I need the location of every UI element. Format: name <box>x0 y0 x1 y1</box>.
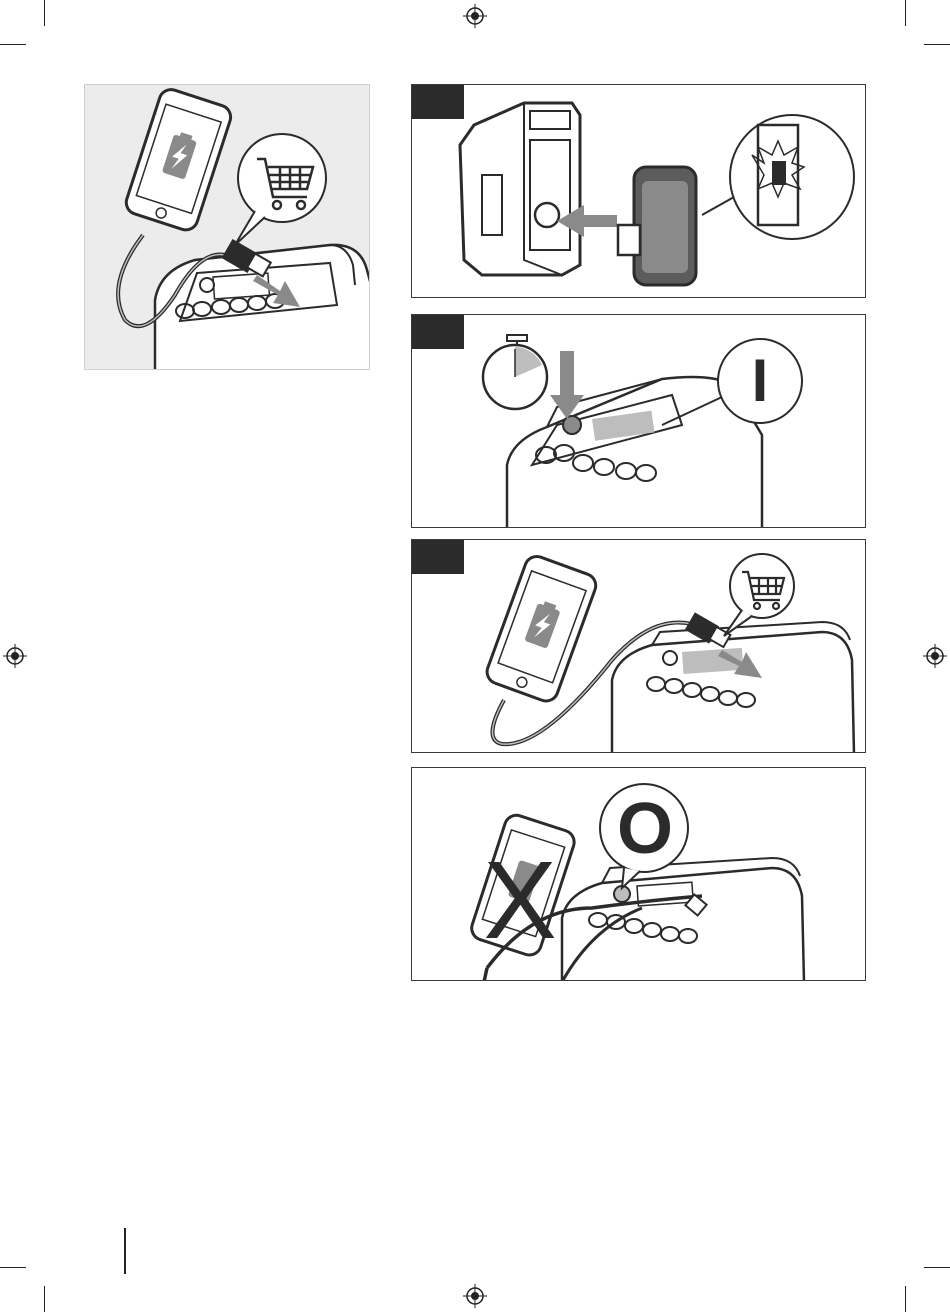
registration-mark-icon <box>463 4 487 28</box>
power-off-step-panel: O X <box>411 767 866 981</box>
crop-mark <box>44 0 45 26</box>
power-on-symbol: I <box>742 349 778 413</box>
attach-battery-step-panel <box>411 84 866 298</box>
not-charging-cross: X <box>470 846 570 956</box>
page-margin-line <box>124 1228 126 1274</box>
usb-charge-step-panel <box>411 539 866 753</box>
power-on-step-panel: I <box>411 314 866 528</box>
crop-mark <box>0 44 26 45</box>
crop-mark <box>905 0 906 26</box>
crop-mark <box>924 1267 950 1268</box>
power-off-symbol: O <box>606 790 684 868</box>
stopwatch-icon <box>483 335 547 409</box>
registration-mark-icon <box>3 644 27 668</box>
usb-charging-overview-panel <box>84 84 370 370</box>
registration-mark-icon <box>923 644 947 668</box>
crop-mark <box>44 1286 45 1312</box>
crop-mark <box>0 1267 26 1268</box>
crop-mark <box>905 1286 906 1312</box>
registration-mark-icon <box>463 1284 487 1308</box>
crop-mark <box>924 44 950 45</box>
